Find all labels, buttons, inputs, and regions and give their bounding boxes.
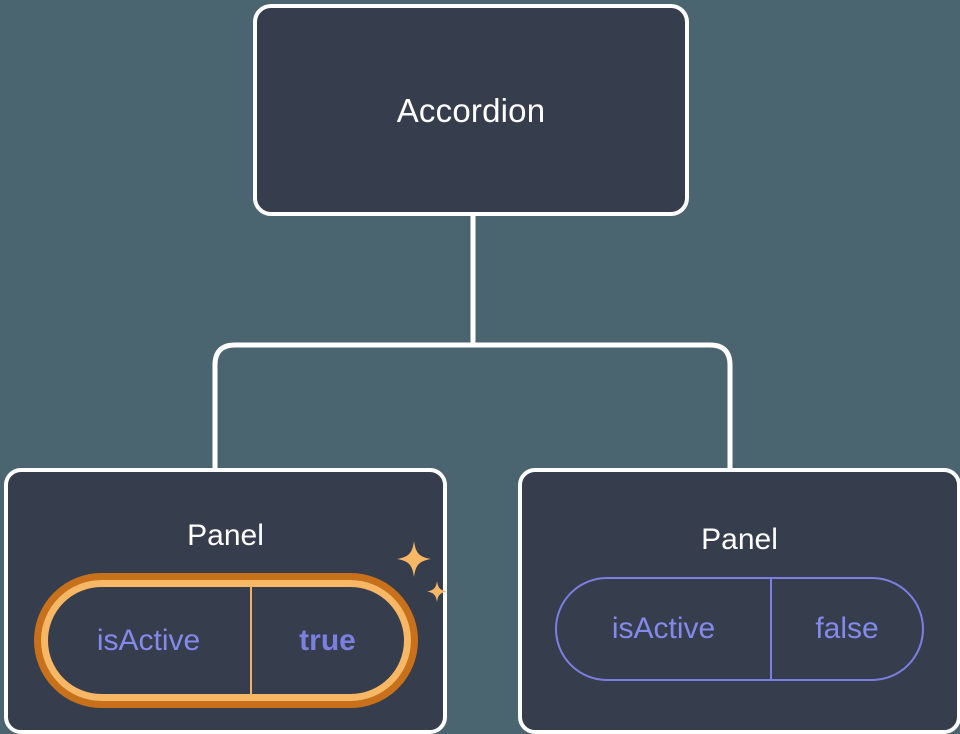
prop-value-true: true [249,587,404,694]
connector-branch-right [473,342,733,470]
sparkle-large-icon [396,541,431,577]
prop-key-isactive-true: isActive [96,623,201,657]
prop-value-false: false [770,579,922,679]
node-panel-inactive-label: Panel [701,523,778,556]
prop-pill-inactive-wrap: isActive false [555,577,924,681]
prop-pill-inactive[interactable]: isActive false [555,577,924,681]
connector-branch-left [212,342,473,470]
prop-pill-active[interactable]: isActive true [33,573,418,708]
prop-pill-active-inner: isActive true [40,580,411,701]
prop-key-isactive-false: isActive [611,612,716,645]
node-panel-active[interactable]: Panel isActive true [4,468,447,734]
node-accordion[interactable]: Accordion [253,4,689,216]
node-panel-inactive[interactable]: Panel isActive false [518,468,960,734]
sparkle-small-icon [426,581,447,602]
node-panel-active-label: Panel [187,519,264,552]
prop-pill-active-wrap: isActive true [33,541,447,708]
node-accordion-label: Accordion [396,91,546,129]
